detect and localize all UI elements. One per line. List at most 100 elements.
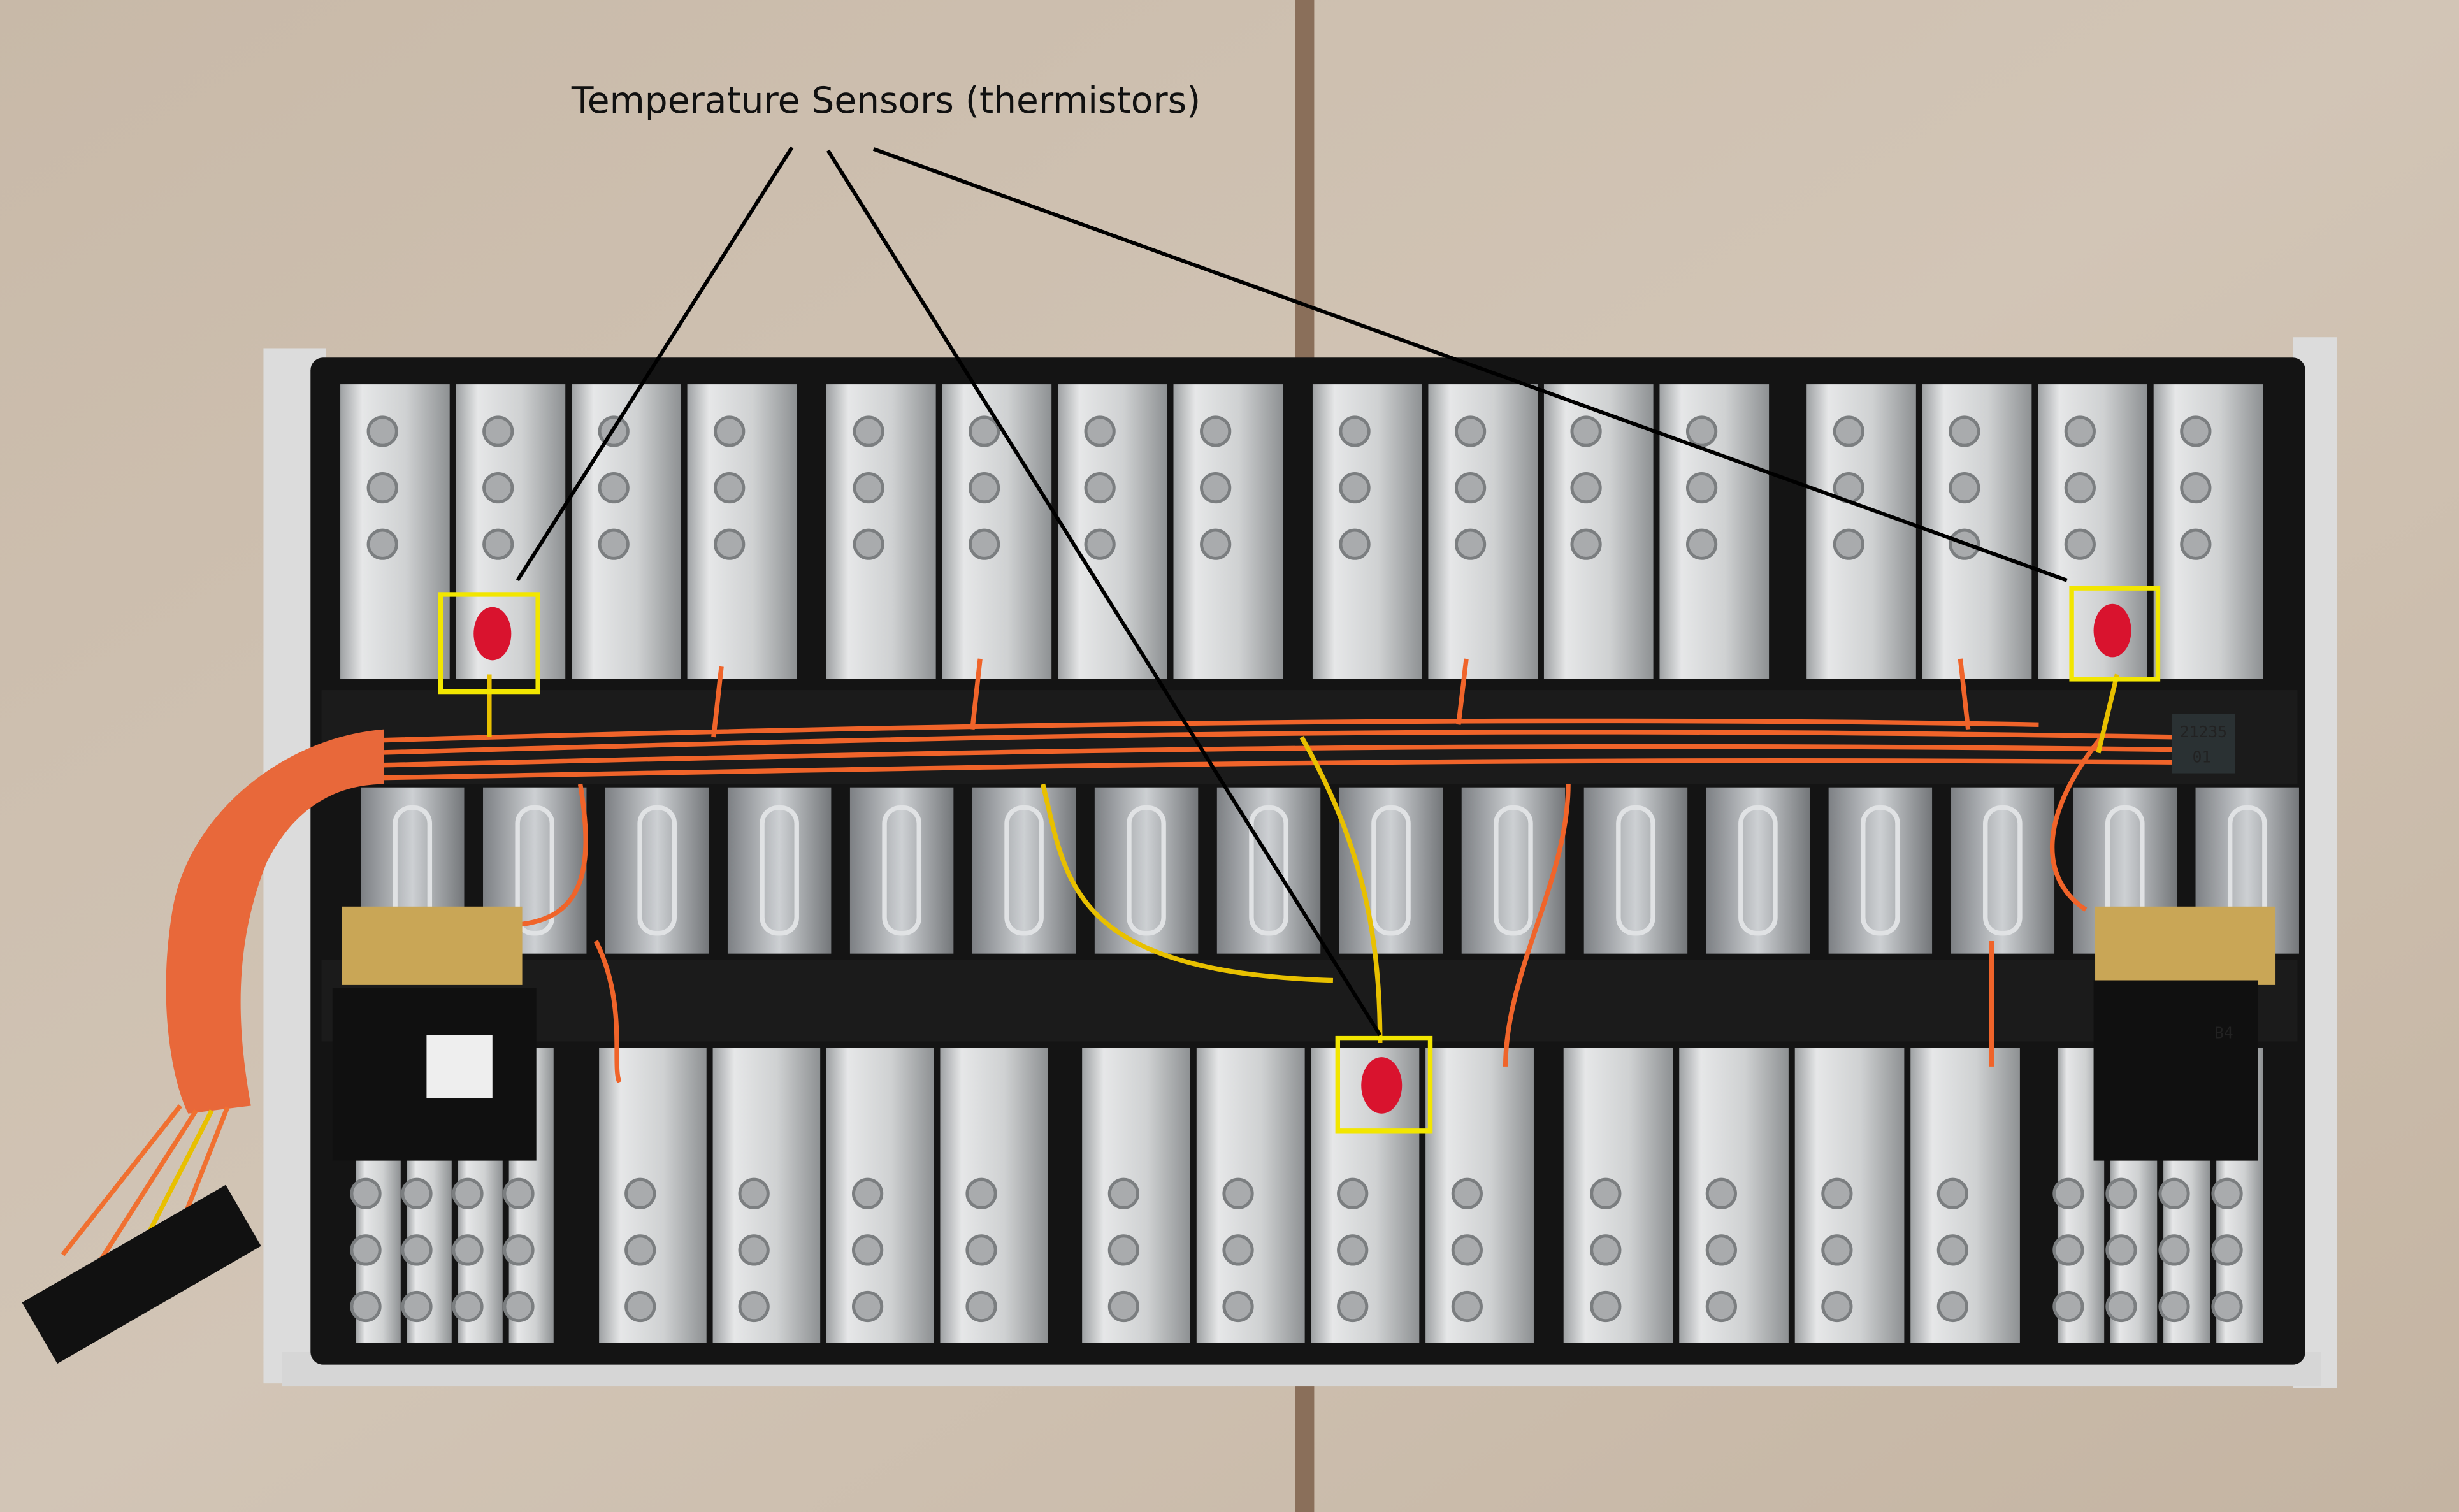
part-revision: 01 (2193, 747, 2212, 766)
weld-point (1949, 415, 1980, 447)
weld-point (1821, 1234, 1853, 1266)
weld-point (1936, 1177, 1968, 1209)
connector-label: B4 (2214, 1024, 2233, 1042)
weld-point (1833, 528, 1864, 560)
weld-point (1821, 1290, 1853, 1323)
weld-point (2211, 1177, 2243, 1209)
weld-point (2105, 1177, 2137, 1209)
weld-point (738, 1234, 770, 1266)
weld-point (1705, 1234, 1737, 1266)
cell (1583, 787, 1688, 954)
middle-cell-row (361, 787, 2299, 954)
cell (849, 787, 954, 954)
weld-point (1084, 528, 1116, 560)
weld-point (738, 1177, 770, 1209)
annotation-caption: Temperature Sensors (thermistors) (571, 80, 1201, 122)
weld-point (1570, 528, 1602, 560)
weld-point (452, 1177, 484, 1209)
weld-point (350, 1234, 382, 1266)
weld-point (851, 1290, 884, 1323)
weld-point (1222, 1177, 1254, 1209)
weld-point (738, 1290, 770, 1323)
weld-point (2064, 415, 2096, 447)
cell-vent (1127, 805, 1166, 936)
weld-point (1570, 415, 1602, 447)
weld-point (851, 1234, 884, 1266)
weld-point (2211, 1290, 2243, 1323)
weld-point (1222, 1290, 1254, 1323)
weld-point (1590, 1290, 1622, 1323)
weld-point (853, 528, 884, 560)
upper-harness-rail (321, 690, 2298, 784)
cell (1951, 787, 2055, 954)
weld-point (714, 415, 746, 447)
weld-point (598, 528, 630, 560)
cell (972, 787, 1076, 954)
cell-vent (1983, 805, 2023, 936)
weld-point (401, 1177, 433, 1209)
weld-point (2158, 1234, 2190, 1266)
cell-vent (760, 805, 799, 936)
cell-vent (882, 805, 921, 936)
weld-point (1200, 472, 1232, 504)
cell-vent (1616, 805, 1655, 936)
weld-point (2211, 1234, 2243, 1266)
bottom-busbar-row (350, 1048, 2263, 1343)
cell-vent (1249, 805, 1288, 936)
weld-point (1451, 1234, 1483, 1266)
cell (1216, 787, 1321, 954)
weld-point (2105, 1234, 2137, 1266)
weld-point (482, 528, 514, 560)
weld-point (624, 1234, 656, 1266)
weld-point (2052, 1234, 2084, 1266)
cell-vent (515, 805, 554, 936)
weld-point (2052, 1177, 2084, 1209)
weld-point (2158, 1177, 2190, 1209)
highlight-box (2069, 586, 2161, 682)
weld-point (1337, 1290, 1369, 1323)
weld-point (1339, 415, 1371, 447)
weld-point (714, 528, 746, 560)
weld-point (2064, 472, 2096, 504)
weld-point (1454, 415, 1487, 447)
terminal-left (342, 906, 523, 985)
cell-vent (1738, 805, 1778, 936)
weld-point (624, 1177, 656, 1209)
weld-point (1685, 528, 1718, 560)
weld-point (1339, 528, 1371, 560)
weld-point (1084, 415, 1116, 447)
cell (1828, 787, 1933, 954)
weld-point (853, 415, 884, 447)
weld-point (1084, 472, 1116, 504)
weld-point (853, 472, 884, 504)
weld-point (1451, 1177, 1483, 1209)
cell-vent (1494, 805, 1533, 936)
weld-point (1685, 472, 1718, 504)
weld-point (965, 1177, 997, 1209)
weld-point (1949, 472, 1980, 504)
weld-point (624, 1290, 656, 1323)
weld-point (1570, 472, 1602, 504)
weld-point (969, 472, 1000, 504)
weld-point (1821, 1177, 1853, 1209)
cell (1461, 787, 1566, 954)
weld-point (1339, 472, 1371, 504)
weld-point (350, 1290, 382, 1323)
weld-point (1590, 1234, 1622, 1266)
cell (727, 787, 832, 954)
weld-point (2052, 1290, 2084, 1323)
weld-point (350, 1177, 382, 1209)
weld-point (1936, 1234, 1968, 1266)
cell-vent (637, 805, 677, 936)
weld-point (366, 472, 398, 504)
weld-point (503, 1290, 535, 1323)
part-marking-plate (2172, 714, 2235, 774)
weld-point (1705, 1177, 1737, 1209)
weld-point (401, 1234, 433, 1266)
weld-point (1833, 415, 1864, 447)
lower-harness-rail (321, 960, 2298, 1042)
thermistor-top-right (2069, 586, 2161, 682)
cell (1706, 787, 1810, 954)
cell-vent (1004, 805, 1044, 936)
